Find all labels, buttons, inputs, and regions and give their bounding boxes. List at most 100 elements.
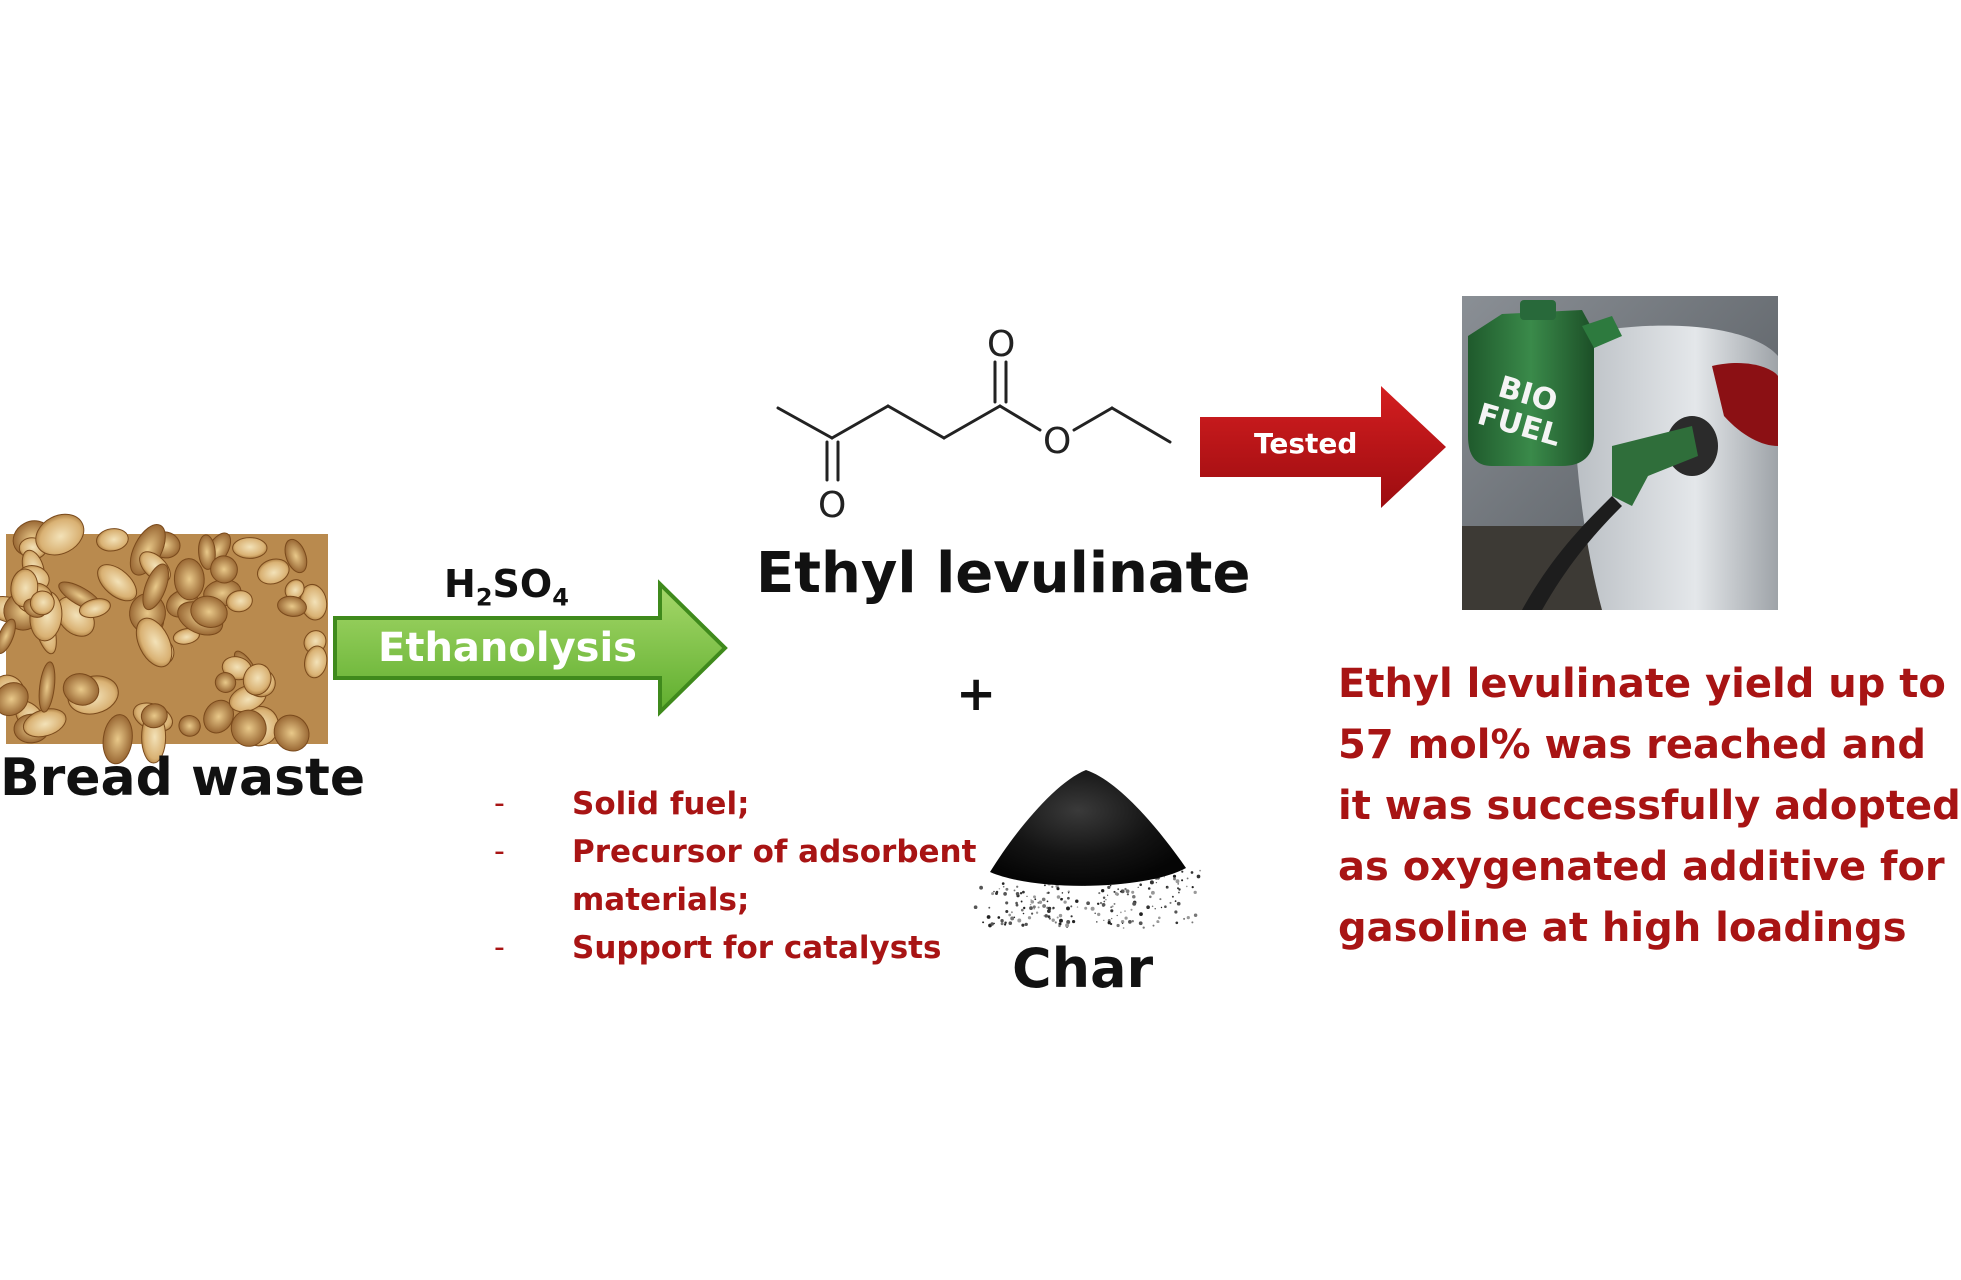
- char-speck: [1005, 909, 1009, 914]
- char-speck: [1027, 916, 1032, 920]
- char-speck: [1122, 927, 1125, 929]
- product-name: Ethyl levulinate: [756, 541, 1251, 606]
- char-speck: [1056, 916, 1059, 919]
- reagent-so: SO: [492, 562, 553, 606]
- char-speck: [1015, 903, 1019, 907]
- char-speck: [1116, 923, 1120, 928]
- char-speck: [1067, 896, 1070, 900]
- char-speck: [1063, 900, 1067, 904]
- char-speck: [1004, 921, 1007, 924]
- bread-piece: [230, 709, 267, 747]
- char-speck: [1124, 916, 1128, 920]
- char-speck: [1090, 906, 1095, 911]
- char-speck: [1175, 921, 1179, 925]
- char-speck: [1003, 892, 1007, 896]
- char-speck: [1096, 902, 1100, 906]
- char-speck: [1109, 884, 1112, 887]
- carbonyl-oxygen: O: [987, 324, 1016, 365]
- bread-piece: [135, 617, 173, 668]
- char-speck: [1177, 887, 1179, 890]
- char-speck: [1024, 922, 1028, 927]
- conclusion-line-2: 57 mol% was reached and: [1338, 722, 1926, 768]
- bond-c3-c4: [886, 404, 946, 440]
- char-speck: [1043, 915, 1045, 917]
- char-speck: [1152, 924, 1155, 927]
- char-speck: [1015, 901, 1018, 905]
- char-use-text: Support for catalysts: [572, 930, 942, 966]
- char-speck: [1132, 895, 1136, 899]
- bread-pieces-image: [0, 513, 328, 765]
- char-speck: [1010, 911, 1013, 914]
- char-speck: [1120, 889, 1125, 894]
- char-speck: [1193, 913, 1198, 917]
- char-speck: [979, 885, 983, 890]
- char-speck: [1125, 889, 1130, 894]
- char-speck: [1061, 892, 1064, 894]
- char-speck: [1023, 906, 1026, 910]
- fuel-nozzle: [1612, 426, 1698, 506]
- char-speck: [1126, 893, 1130, 896]
- char-speck: [1138, 921, 1143, 926]
- char-speck: [1043, 884, 1046, 887]
- char-speck: [1020, 908, 1024, 912]
- char-speck: [1008, 921, 1013, 925]
- conclusion-line-3: it was successfully adopted: [1338, 783, 1961, 829]
- char-speck: [1010, 916, 1015, 921]
- conclusion-line-1: Ethyl levulinate yield up to: [1338, 661, 1946, 707]
- char-speck: [1034, 898, 1037, 901]
- char-speck: [1072, 920, 1076, 924]
- bread-piece: [203, 699, 234, 734]
- char-speck: [1154, 908, 1156, 910]
- char-speck: [1117, 888, 1120, 891]
- char-speck: [1031, 912, 1034, 915]
- char-speck: [1022, 912, 1025, 915]
- char-speck: [1052, 908, 1054, 910]
- char-speck: [1114, 892, 1118, 896]
- char-speck: [1075, 899, 1079, 903]
- char-speck: [1199, 869, 1202, 872]
- char-speck: [1175, 879, 1180, 884]
- ethyl-levulinate-structure: [776, 360, 1172, 482]
- char-speck: [1178, 888, 1181, 891]
- char-speck: [1190, 871, 1194, 874]
- char-speck: [1005, 901, 1009, 905]
- char-speck: [1004, 923, 1007, 926]
- char-speck: [1156, 920, 1160, 924]
- char-speck: [995, 892, 998, 895]
- char-speck: [1044, 914, 1048, 918]
- char-speck: [1002, 885, 1005, 888]
- char-speck: [1120, 911, 1122, 914]
- char-speck: [1101, 889, 1105, 893]
- char-speck: [1005, 887, 1009, 891]
- char-speck: [988, 906, 991, 909]
- graphical-abstract: Bread waste H2SO4 Ethanolysis: [0, 296, 1961, 1000]
- char-speck: [1029, 903, 1032, 906]
- char-speck: [1055, 884, 1059, 888]
- char-speck: [1130, 908, 1133, 911]
- biofuel-can-and-car-image: [1462, 296, 1778, 610]
- char-speck: [1137, 886, 1139, 888]
- bread-piece: [173, 558, 205, 601]
- char-speck: [998, 888, 1001, 890]
- char-speck: [993, 922, 995, 925]
- char-speck: [1026, 895, 1028, 898]
- char-speck: [1142, 926, 1145, 929]
- char-speck: [1191, 921, 1194, 924]
- bread-piece: [284, 538, 308, 574]
- bread-piece: [10, 568, 39, 608]
- char-speck: [1051, 918, 1055, 922]
- char-speck: [1008, 913, 1012, 917]
- char-speck: [1159, 898, 1162, 901]
- char-speck: [997, 916, 1001, 919]
- char-speck: [1060, 897, 1063, 901]
- char-use-text: Solid fuel;: [572, 786, 750, 822]
- char-speck: [1056, 895, 1061, 899]
- char-speck: [1132, 901, 1137, 906]
- bread-piece: [190, 595, 228, 628]
- char-speck: [1111, 917, 1113, 920]
- char-speck: [1070, 915, 1073, 918]
- char-speck: [1171, 895, 1174, 898]
- char-speck: [1047, 915, 1051, 918]
- char-speck: [1131, 890, 1135, 894]
- bread-piece: [198, 534, 216, 570]
